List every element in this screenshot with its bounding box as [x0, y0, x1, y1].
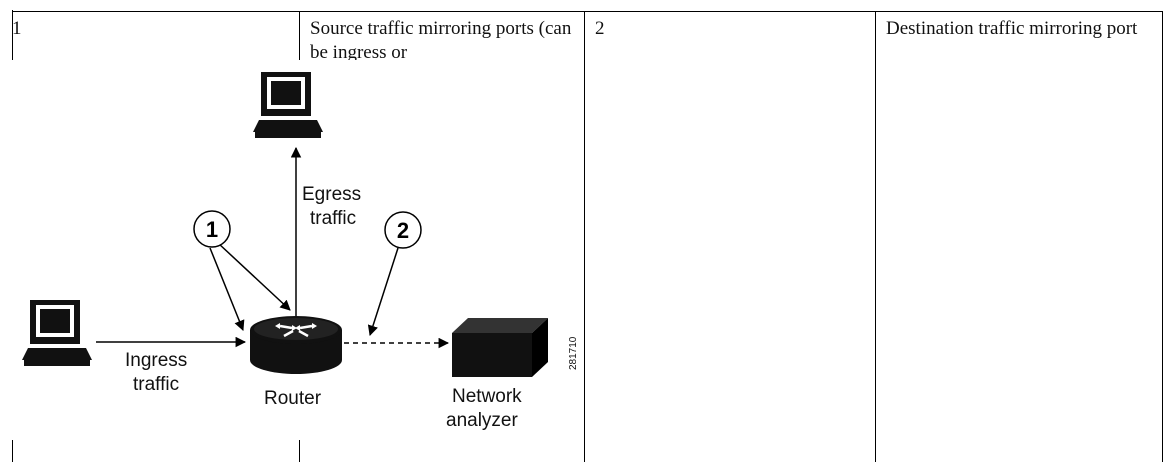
workstation-icon — [253, 72, 323, 138]
workstation-icon — [22, 300, 92, 366]
svg-text:2: 2 — [397, 218, 409, 243]
table-left-border — [12, 11, 13, 97]
figure-id-label: 281710 — [568, 336, 579, 370]
table-top-border — [12, 11, 1163, 12]
table-row-divider — [12, 10, 13, 11]
svg-text:1: 1 — [206, 217, 218, 242]
row-2-number: 2 — [595, 18, 605, 39]
network-analyzer-icon — [452, 318, 548, 377]
table-col-divider-1 — [299, 11, 300, 60]
callout-1-pointer — [217, 242, 291, 311]
row-2-description: Destination traffic mirroring port — [886, 18, 1138, 39]
table-right-border — [1162, 11, 1163, 462]
router-label: Router — [264, 388, 322, 409]
callout-1-pointer — [209, 247, 245, 331]
callout-2-pointer — [367, 247, 399, 336]
analyzer-label-line1: Network — [452, 386, 522, 407]
router-icon — [250, 316, 342, 374]
table-col-divider-2 — [584, 11, 585, 462]
egress-label-line2: traffic — [310, 208, 356, 229]
row-1-number: 1 — [12, 18, 22, 39]
table-col-divider-3 — [875, 11, 876, 462]
ingress-label-line2: traffic — [133, 374, 179, 395]
egress-label-line1: Egress — [302, 184, 361, 205]
table-col-divider-1-bottom — [299, 440, 300, 462]
row-1-description: Source traffic mirroring ports (can be i… — [310, 18, 572, 63]
analyzer-label-line2: analyzer — [446, 410, 518, 431]
callout-2: 2 — [384, 211, 422, 249]
ingress-label-line1: Ingress — [125, 350, 187, 371]
callout-1: 1 — [193, 210, 231, 248]
traffic-mirroring-diagram: 1 2 Egress traffic Ingress traffic Route… — [22, 72, 579, 431]
